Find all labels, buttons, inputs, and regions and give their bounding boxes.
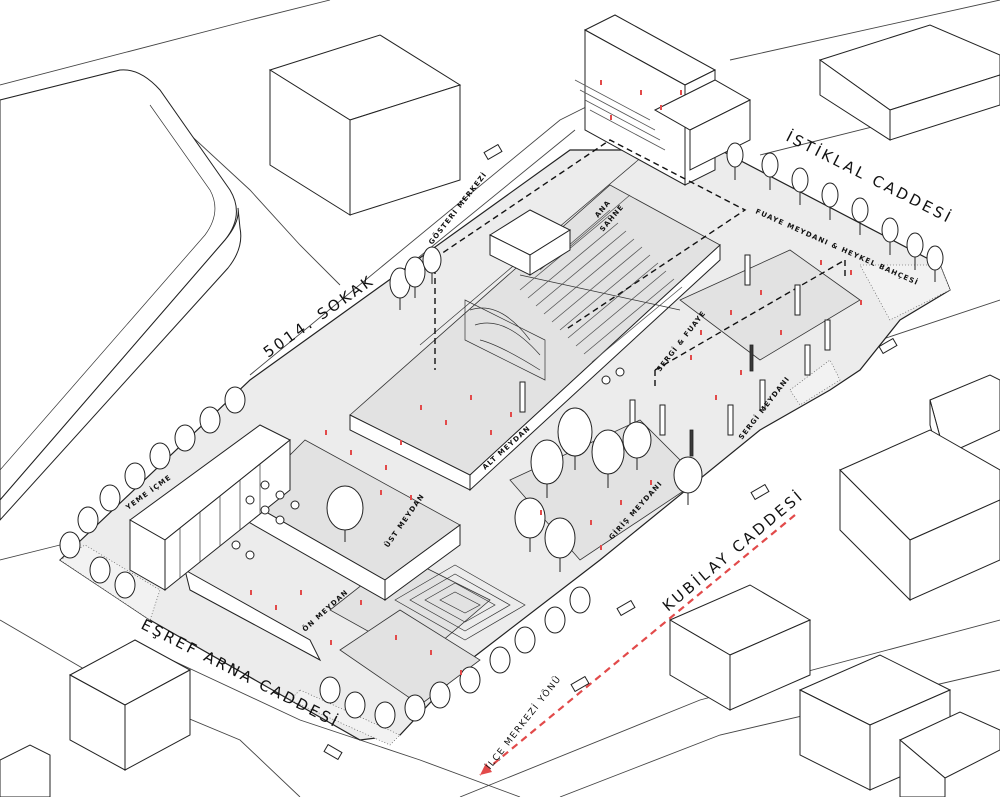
tree [326,485,364,542]
tree [404,256,426,298]
tree [791,167,809,205]
tree [124,462,146,490]
maze-garden [394,564,526,641]
performance-hall [349,149,721,492]
trees [59,142,944,729]
tree [530,439,564,498]
direction-arrow [479,514,796,776]
tree [89,556,111,584]
gosteri-block [488,209,572,276]
exhibition-panels [519,254,831,457]
tree [99,484,121,512]
direction-label: İLÇE MERKEZİ YÖNÜ [484,673,564,771]
tree [851,197,869,235]
tree [344,691,366,719]
tree [199,406,221,434]
tree [422,246,442,284]
tree [489,646,511,674]
dashed-callouts [434,139,846,390]
tree [673,456,703,505]
tree [174,424,196,452]
cafe-seating [231,367,625,560]
context-right-blocks [668,374,1000,798]
tree [514,497,546,552]
tree [569,586,591,614]
stage-seating-upper [574,79,666,151]
tree [59,531,81,559]
people [250,80,862,675]
tree [429,681,451,709]
context-top-blocks [268,24,1000,216]
tree [591,429,625,488]
tree [926,245,944,282]
cars [323,143,898,761]
tree [881,217,899,255]
mural-sculpture [464,299,546,381]
stage-tower [583,14,752,186]
tree [77,506,99,534]
tree [726,142,744,180]
tree [114,571,136,599]
tree [459,666,481,694]
tree [404,694,426,722]
tree [149,442,171,470]
tree [319,676,341,704]
tree [544,606,566,634]
tree [544,517,576,572]
yeme-icme-pavilion [129,424,291,592]
context-curved-building [0,69,242,521]
tree [514,626,536,654]
tree [906,232,924,270]
tree [761,152,779,190]
context-bottom-left-blocks [0,639,192,798]
tree [557,407,593,470]
tree [622,421,652,470]
tree [821,182,839,220]
tree [374,701,396,729]
tree [224,386,246,414]
